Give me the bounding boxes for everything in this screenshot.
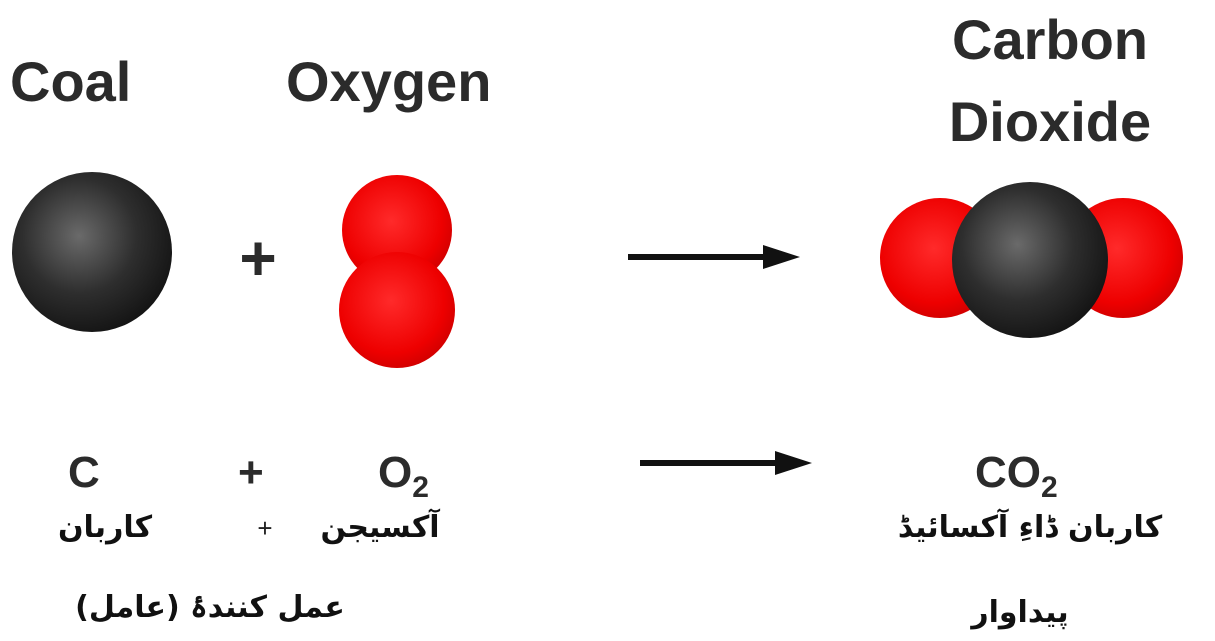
- arrow-right-icon-formula: [640, 451, 812, 475]
- oxygen-label: Oxygen: [286, 50, 492, 113]
- product-label-line2: Dioxide: [948, 90, 1152, 153]
- carbon-dioxide-molecule: [880, 182, 1183, 338]
- urdu-carbon-dioxide: کاربان ڈاءِ آکسائیڈ: [897, 510, 1163, 545]
- formula-plus: +: [238, 448, 264, 497]
- formula-o2-base: O: [378, 448, 413, 497]
- formula-o2: O2: [378, 448, 429, 505]
- carbon-atom: [12, 172, 172, 332]
- product-caption: پیداوار: [971, 595, 1069, 630]
- product-label-line1: Carbon: [952, 8, 1148, 71]
- formula-co2-subscript: 2: [1041, 471, 1058, 504]
- reactants-caption: عمل کنندۂ (عامل): [75, 590, 345, 625]
- plus-sign: +: [239, 222, 277, 294]
- arrow-right-icon: [628, 245, 800, 269]
- formula-co2-base: CO: [975, 448, 1041, 497]
- urdu-plus: +: [257, 513, 273, 543]
- oxygen-molecule: [339, 175, 455, 368]
- formula-o2-subscript: 2: [412, 471, 429, 504]
- formula-c: C: [68, 448, 100, 497]
- urdu-carbon: کاربان: [57, 510, 153, 545]
- coal-label: Coal: [10, 50, 132, 113]
- urdu-oxygen: آکسیجن: [320, 510, 440, 545]
- formula-co2: CO2: [975, 448, 1058, 505]
